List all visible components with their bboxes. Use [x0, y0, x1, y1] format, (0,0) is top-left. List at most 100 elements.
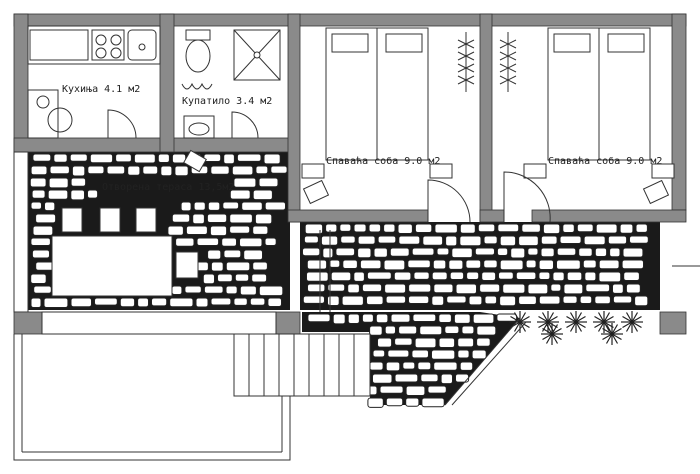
stone: [584, 271, 597, 282]
stone: [31, 249, 51, 259]
stone: [471, 349, 487, 360]
stone: [366, 295, 384, 306]
stone: [239, 285, 257, 296]
terrace-label: Отворена тераса 13,5м2: [102, 182, 234, 193]
terrace-furniture: [51, 149, 207, 297]
stone: [405, 397, 420, 407]
stone: [433, 361, 458, 371]
stone: [578, 247, 593, 257]
stone: [635, 223, 648, 233]
stone: [607, 235, 628, 245]
stone: [562, 295, 578, 304]
stone: [413, 271, 430, 280]
stone: [477, 223, 496, 233]
stone: [33, 285, 52, 294]
stone: [70, 297, 92, 308]
stone: [361, 283, 383, 293]
stone: [411, 349, 429, 359]
stone: [267, 297, 282, 307]
stone: [171, 285, 183, 295]
stone: [585, 283, 611, 293]
stone: [193, 201, 206, 211]
lower-terrace-outline: [13, 230, 700, 461]
stone: [540, 247, 555, 258]
stone: [510, 247, 526, 259]
bedroom-2-label: Спаваћа соба 9.0 м2: [548, 155, 662, 167]
stone: [263, 153, 281, 165]
stone: [115, 153, 132, 163]
stone: [306, 259, 328, 270]
stone: [384, 283, 407, 294]
stone: [383, 259, 406, 271]
stone: [32, 225, 54, 236]
stone: [233, 177, 257, 188]
stone: [432, 259, 447, 270]
stone: [408, 283, 432, 293]
walls: [13, 13, 687, 335]
stone: [556, 247, 577, 256]
stone: [538, 259, 554, 270]
stone: [468, 295, 483, 306]
stone: [431, 271, 448, 281]
stone: [30, 165, 48, 176]
stone: [576, 223, 594, 233]
stone: [556, 259, 581, 270]
stone: [414, 223, 433, 233]
stone: [119, 297, 136, 308]
stone: [622, 247, 644, 258]
plant: [537, 311, 559, 333]
stone: [481, 271, 497, 281]
stone: [448, 259, 464, 270]
bedroom-1-label: Спаваћа соба 9.0 м2: [326, 155, 440, 167]
stone: [357, 235, 376, 245]
stone: [203, 153, 222, 162]
stone: [94, 297, 118, 306]
bathroom-label: Купатило 3.4 м2: [182, 96, 272, 107]
stone: [421, 397, 445, 408]
stone: [609, 247, 621, 258]
bathroom-fixtures: [181, 29, 281, 139]
stone: [30, 297, 42, 308]
stone: [566, 271, 583, 281]
stone: [598, 259, 620, 270]
stone: [217, 273, 233, 283]
stone: [87, 189, 99, 199]
stone: [222, 201, 240, 210]
stone: [461, 325, 475, 335]
stone: [327, 283, 346, 292]
stone: [327, 295, 340, 306]
stone: [209, 225, 228, 237]
stone: [234, 273, 250, 282]
stone: [48, 177, 69, 189]
stone: [264, 201, 287, 211]
stone: [434, 223, 458, 234]
stone: [171, 213, 191, 223]
stone: [206, 213, 228, 223]
stone: [479, 283, 501, 293]
stone: [70, 177, 87, 187]
stone: [203, 285, 224, 294]
stone: [142, 165, 159, 175]
stone: [398, 325, 418, 335]
stone: [408, 295, 430, 304]
stone: [207, 201, 221, 211]
stone: [353, 271, 365, 282]
stone: [340, 235, 356, 244]
stone: [241, 201, 263, 211]
stone: [306, 271, 329, 282]
stone: [542, 223, 561, 235]
stone: [347, 313, 360, 324]
stone: [87, 165, 105, 175]
room-labels: Кухиња 4.1 м2 Купатило 3.4 м2 Спаваћа со…: [62, 84, 662, 193]
stone: [398, 235, 421, 245]
plant: [541, 323, 563, 345]
bedroom-1-fixtures: [301, 27, 475, 223]
stone: [258, 177, 279, 188]
stone: [552, 271, 565, 282]
stone: [394, 373, 419, 383]
kitchen-fixtures: [27, 25, 161, 139]
stone: [231, 165, 254, 176]
stone: [210, 165, 230, 175]
stone: [258, 285, 284, 297]
stone: [449, 271, 465, 280]
